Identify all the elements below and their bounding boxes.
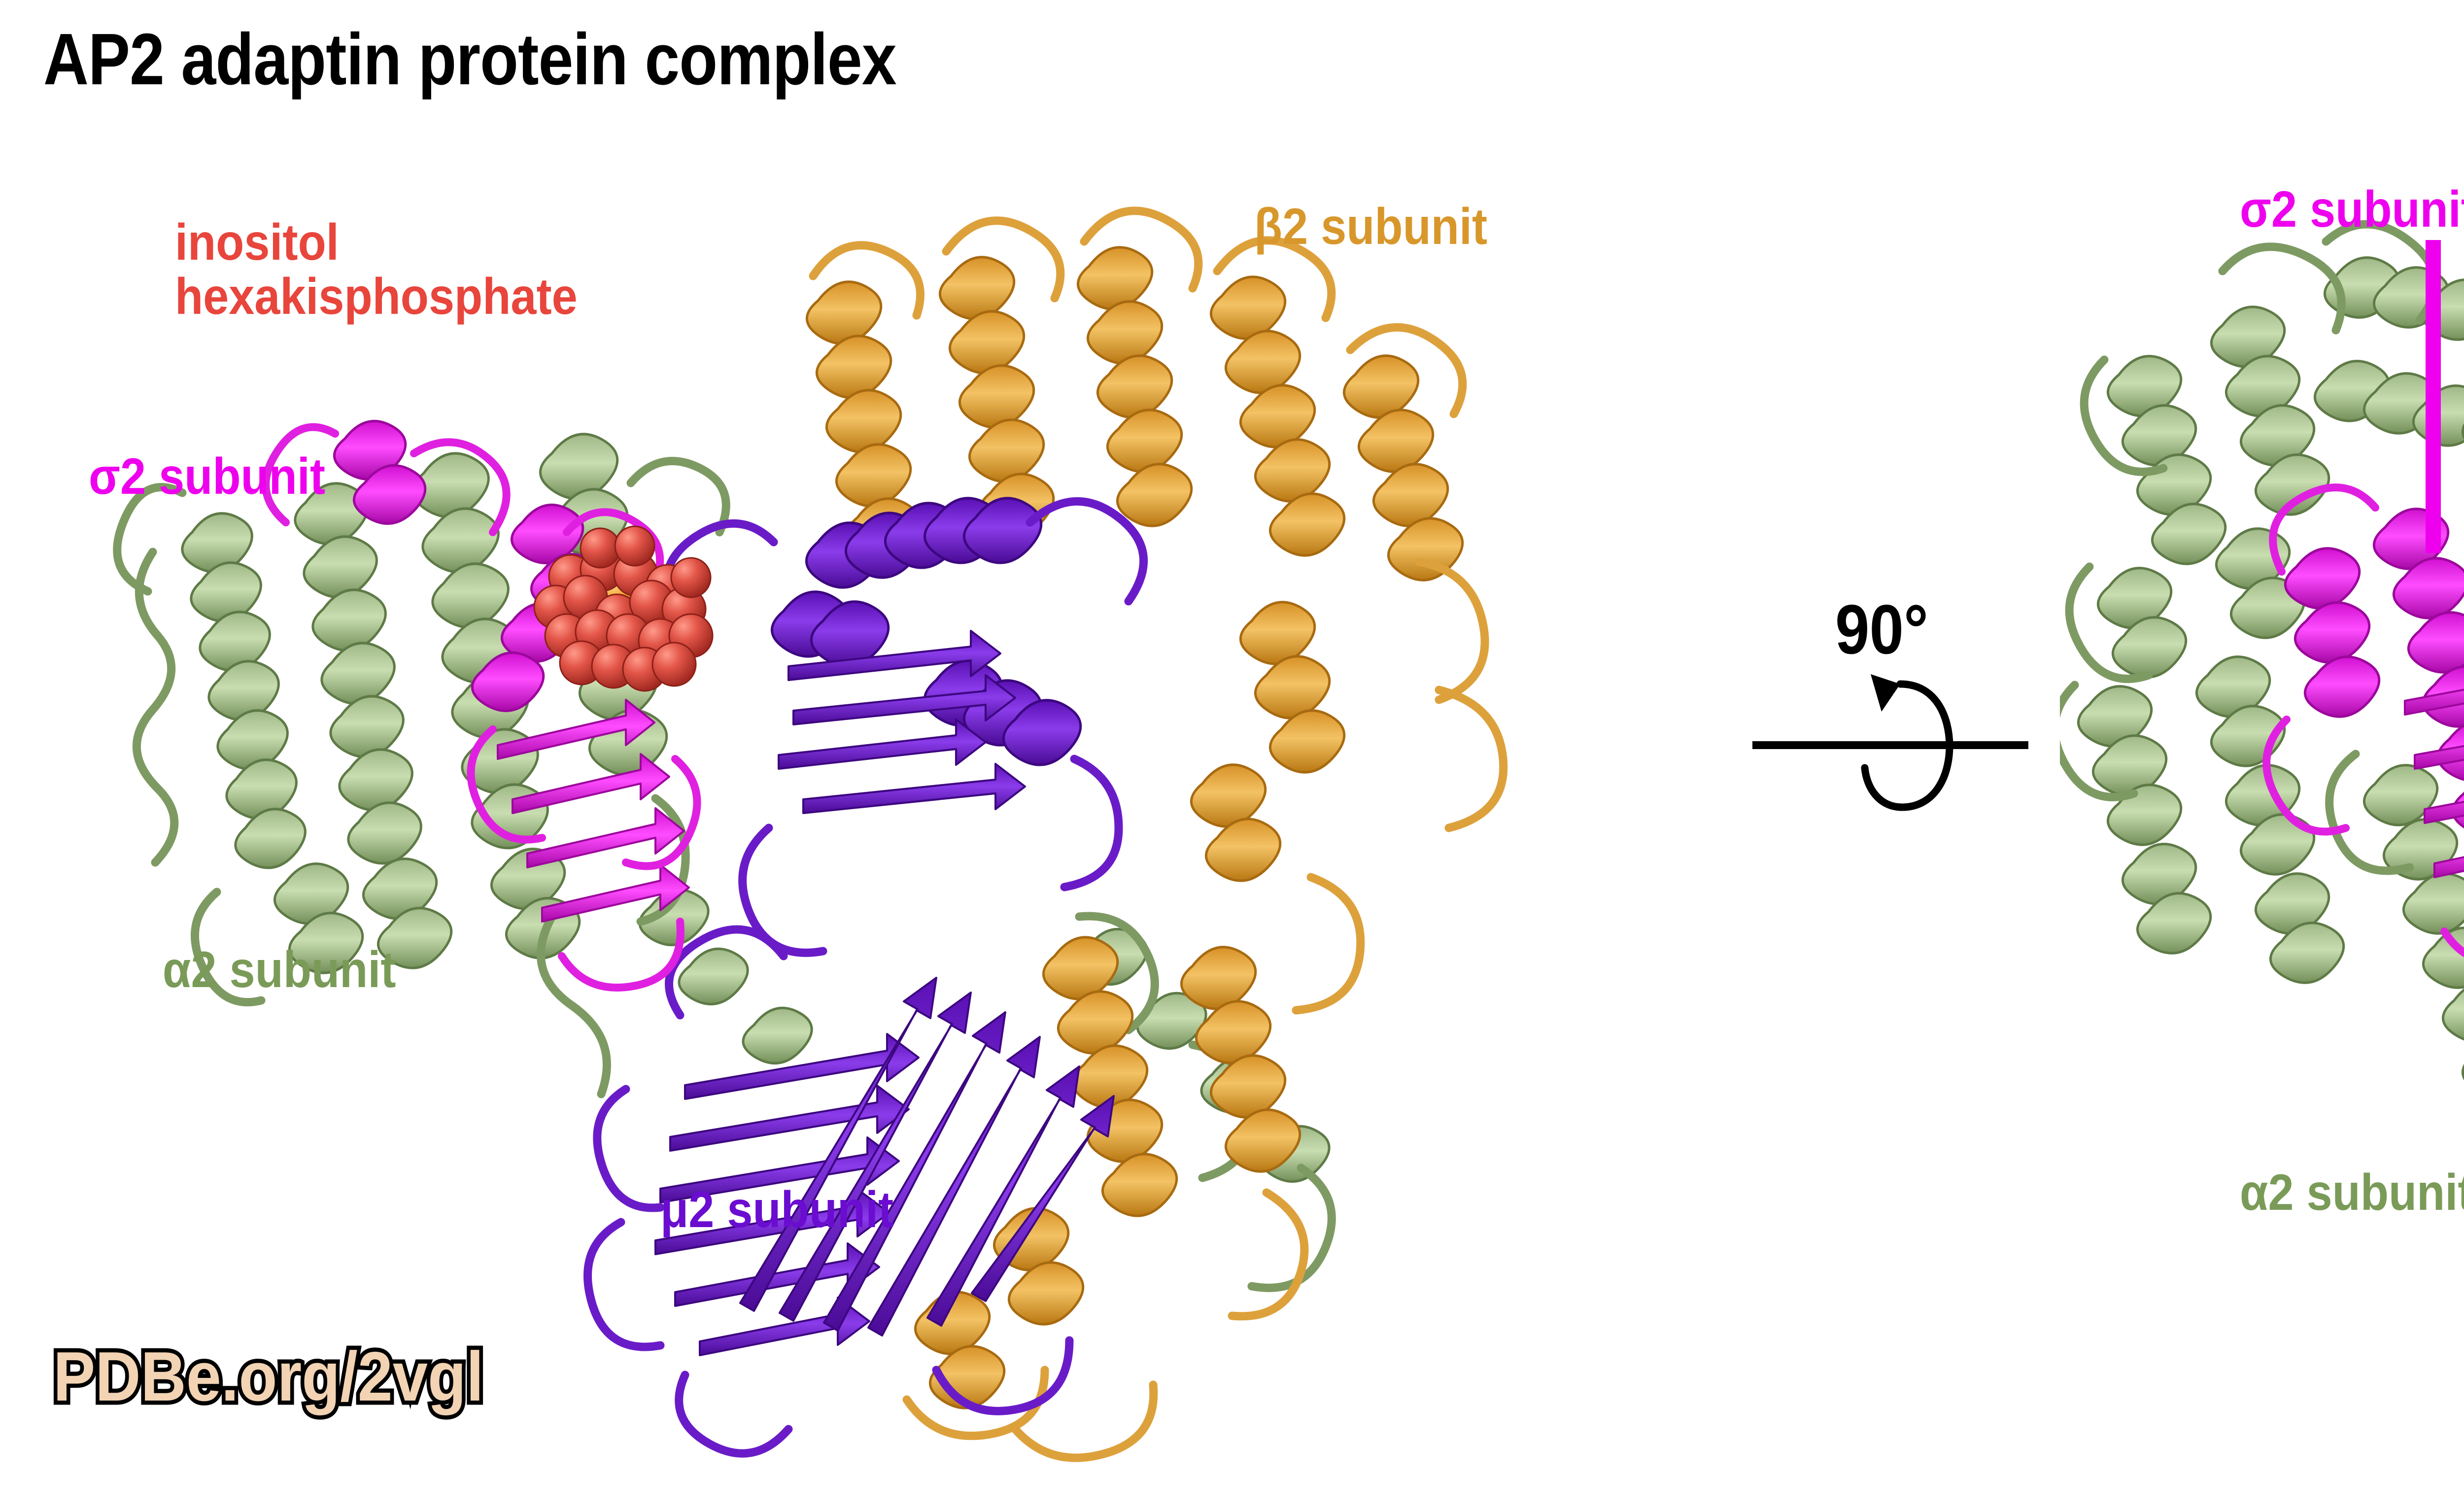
rotation-indicator: 90° — [1752, 589, 2068, 826]
inositol-hexakisphosphate-ligand — [533, 525, 714, 692]
mu2-subunit-ribbon — [583, 497, 1148, 1458]
molecule-render-front-view — [69, 177, 1705, 1469]
label-mu2-subunit-left: μ2 subunit — [660, 1181, 894, 1238]
pdbe-watermark: PDBe.org/2vgl — [49, 1334, 487, 1420]
label-ip6-line1: inositol — [175, 214, 339, 271]
sigma2-leader-line — [2426, 240, 2441, 553]
label-beta2-subunit-left: β2 subunit — [1254, 198, 1488, 255]
label-sigma2-subunit-left: σ2 subunit — [89, 448, 326, 505]
alpha2-subunit-ribbon — [2060, 220, 2464, 1081]
label-sigma2-subunit-right: σ2 subunit — [2240, 181, 2464, 238]
rotation-axis-arrow-icon — [1752, 674, 2028, 811]
label-alpha2-subunit-left: α2 subunit — [163, 941, 396, 998]
page-title: AP2 adaptin protein complex — [43, 19, 897, 100]
molecule-render-rotated-90-view — [2060, 212, 2464, 1301]
sigma2-subunit-ribbon — [2262, 483, 2464, 958]
label-alpha2-subunit-right: α2 subunit — [2240, 1164, 2464, 1221]
rotation-angle-label: 90° — [1835, 590, 1928, 669]
label-ip6-line2: hexakisphosphate — [175, 268, 578, 326]
